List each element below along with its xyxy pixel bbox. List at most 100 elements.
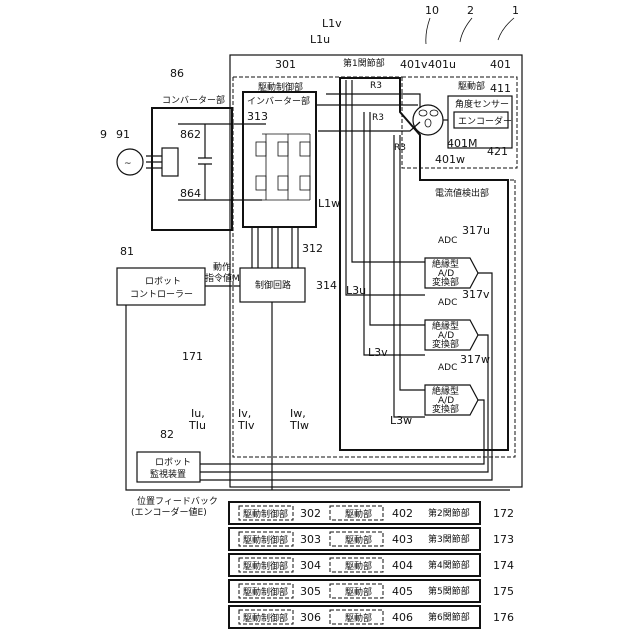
TIv-label: TIv (237, 419, 255, 432)
svg-text:317v: 317v (462, 288, 490, 301)
monitor-label-2: 監視装置 (150, 468, 186, 480)
drive-control-ref: 304 (300, 559, 321, 572)
L1w-label: L1w (318, 197, 340, 210)
drive-ref: 402 (392, 507, 413, 520)
drive-control-ref: 302 (300, 507, 321, 520)
command-label-1: 動作 (213, 261, 231, 273)
ac-symbol: ~ (124, 159, 132, 169)
joint-ref: 175 (493, 585, 514, 598)
TIu-label: TIu (188, 419, 206, 432)
drive-label: 駆動部 (458, 80, 485, 92)
drive-label: 駆動部 (345, 534, 372, 546)
svg-text:ADC: ADC (438, 363, 457, 373)
r3-label-2: R3 (372, 113, 384, 123)
joint-row: 駆動制御部 306 駆動部 406 第6関節部 176 (229, 606, 514, 628)
drive-control-ref: 303 (300, 533, 321, 546)
controller-label-1: ロボット (145, 276, 181, 287)
rectifier (162, 148, 178, 176)
L3u-label: L3u (346, 284, 366, 297)
ref-10: 10 (425, 4, 439, 17)
drive-ref: 406 (392, 611, 413, 624)
joint-name: 第4関節部 (428, 559, 470, 571)
svg-text:ADC: ADC (438, 236, 457, 246)
joint-row: 駆動制御部 303 駆動部 403 第3関節部 173 (229, 528, 514, 550)
angle-sensor-label: 角度センサー (455, 98, 509, 110)
ref-1: 1 (512, 4, 519, 17)
joint-name: 第2関節部 (428, 507, 470, 519)
svg-text:317u: 317u (462, 224, 490, 237)
transistor-bridge (256, 134, 310, 200)
joint-row: 駆動制御部 304 駆動部 404 第4関節部 174 (229, 554, 514, 576)
control-circuit-label: 制御回路 (255, 279, 291, 291)
L3v-label: L3v (368, 346, 388, 359)
ref-862: 862 (180, 128, 201, 141)
ref-301: 301 (275, 58, 296, 71)
adc-317v: ADC 317v 絶縁型 A/D 変換部 (425, 288, 490, 350)
drive-label: 駆動部 (345, 612, 372, 624)
drive-control-label: 駆動制御部 (243, 534, 288, 546)
ref-411: 411 (490, 82, 511, 95)
svg-text:ADC: ADC (438, 298, 457, 308)
joint-name: 第5関節部 (428, 585, 470, 597)
drive-control-label: 駆動制御部 (243, 612, 288, 624)
drive-control-label: 駆動制御部 (243, 508, 288, 520)
ref-leaders (426, 18, 514, 44)
ref-86: 86 (170, 67, 184, 80)
ref-314: 314 (316, 279, 337, 292)
drive-control-label: 駆動制御部 (243, 586, 288, 598)
ref-313: 313 (247, 110, 268, 123)
encoder-label: エンコーダー (458, 115, 512, 127)
L1v-label: L1v (322, 17, 342, 30)
TIw-label: TIw (289, 419, 309, 432)
ref-864: 864 (180, 187, 201, 200)
adc-317u: ADC 317u 絶縁型 A/D 変換部 (425, 224, 490, 288)
converter-wiring (146, 124, 266, 200)
ref-312: 312 (302, 242, 323, 255)
coil-v (419, 110, 427, 116)
ref-401: 401 (490, 58, 511, 71)
drive-ref: 405 (392, 585, 413, 598)
command-label-2: 指令値M (205, 272, 240, 284)
monitor-label-1: ロボット (155, 457, 191, 468)
feedback-label-1: 位置フィードバック (137, 495, 218, 507)
ref-2: 2 (467, 4, 474, 17)
joint-rows: 駆動制御部 302 駆動部 402 第2関節部 172 駆動制御部 303 駆動… (229, 502, 514, 628)
ref-91: 91 (116, 128, 130, 141)
adc-317w: ADC 317w 絶縁型 A/D 変換部 (425, 353, 490, 415)
joint-row: 駆動制御部 302 駆動部 402 第2関節部 172 (229, 502, 514, 524)
drive-label: 駆動部 (345, 560, 372, 572)
ref-9: 9 (100, 128, 107, 141)
svg-text:変換部: 変換部 (432, 403, 459, 415)
svg-text:変換部: 変換部 (432, 276, 459, 288)
ref-81: 81 (120, 245, 134, 258)
joint-name: 第3関節部 (428, 533, 470, 545)
feedback-label-2: (エンコーダー値E) (131, 506, 207, 518)
current-detector-box (340, 78, 508, 450)
joint-row: 駆動制御部 305 駆動部 405 第5関節部 175 (229, 580, 514, 602)
joint-ref: 174 (493, 559, 514, 572)
joint1-label: 第1関節部 (343, 57, 385, 69)
coil-u (430, 110, 438, 116)
gate-lines (252, 227, 298, 268)
joint-ref: 172 (493, 507, 514, 520)
drive-ref: 404 (392, 559, 413, 572)
drive-control-ref: 306 (300, 611, 321, 624)
converter-label: コンバーター部 (162, 94, 225, 106)
drive-label: 駆動部 (345, 508, 372, 520)
joint-ref: 173 (493, 533, 514, 546)
r3-label-1: R3 (370, 81, 382, 91)
ref-82: 82 (160, 428, 174, 441)
ref-421: 421 (487, 145, 508, 158)
current-detect-label: 電流値検出部 (435, 187, 489, 199)
motor-leads (316, 94, 420, 131)
ref-401u: 401u (428, 58, 456, 71)
L1u-label: L1u (310, 33, 330, 46)
joint-name: 第6関節部 (428, 611, 470, 623)
converter-box (152, 108, 232, 230)
drive-control-label: 駆動制御部 (243, 560, 288, 572)
ref-401w: 401w (435, 153, 465, 166)
drive-label: 駆動部 (345, 586, 372, 598)
drive-ref: 403 (392, 533, 413, 546)
controller-label-2: コントローラー (130, 289, 193, 300)
